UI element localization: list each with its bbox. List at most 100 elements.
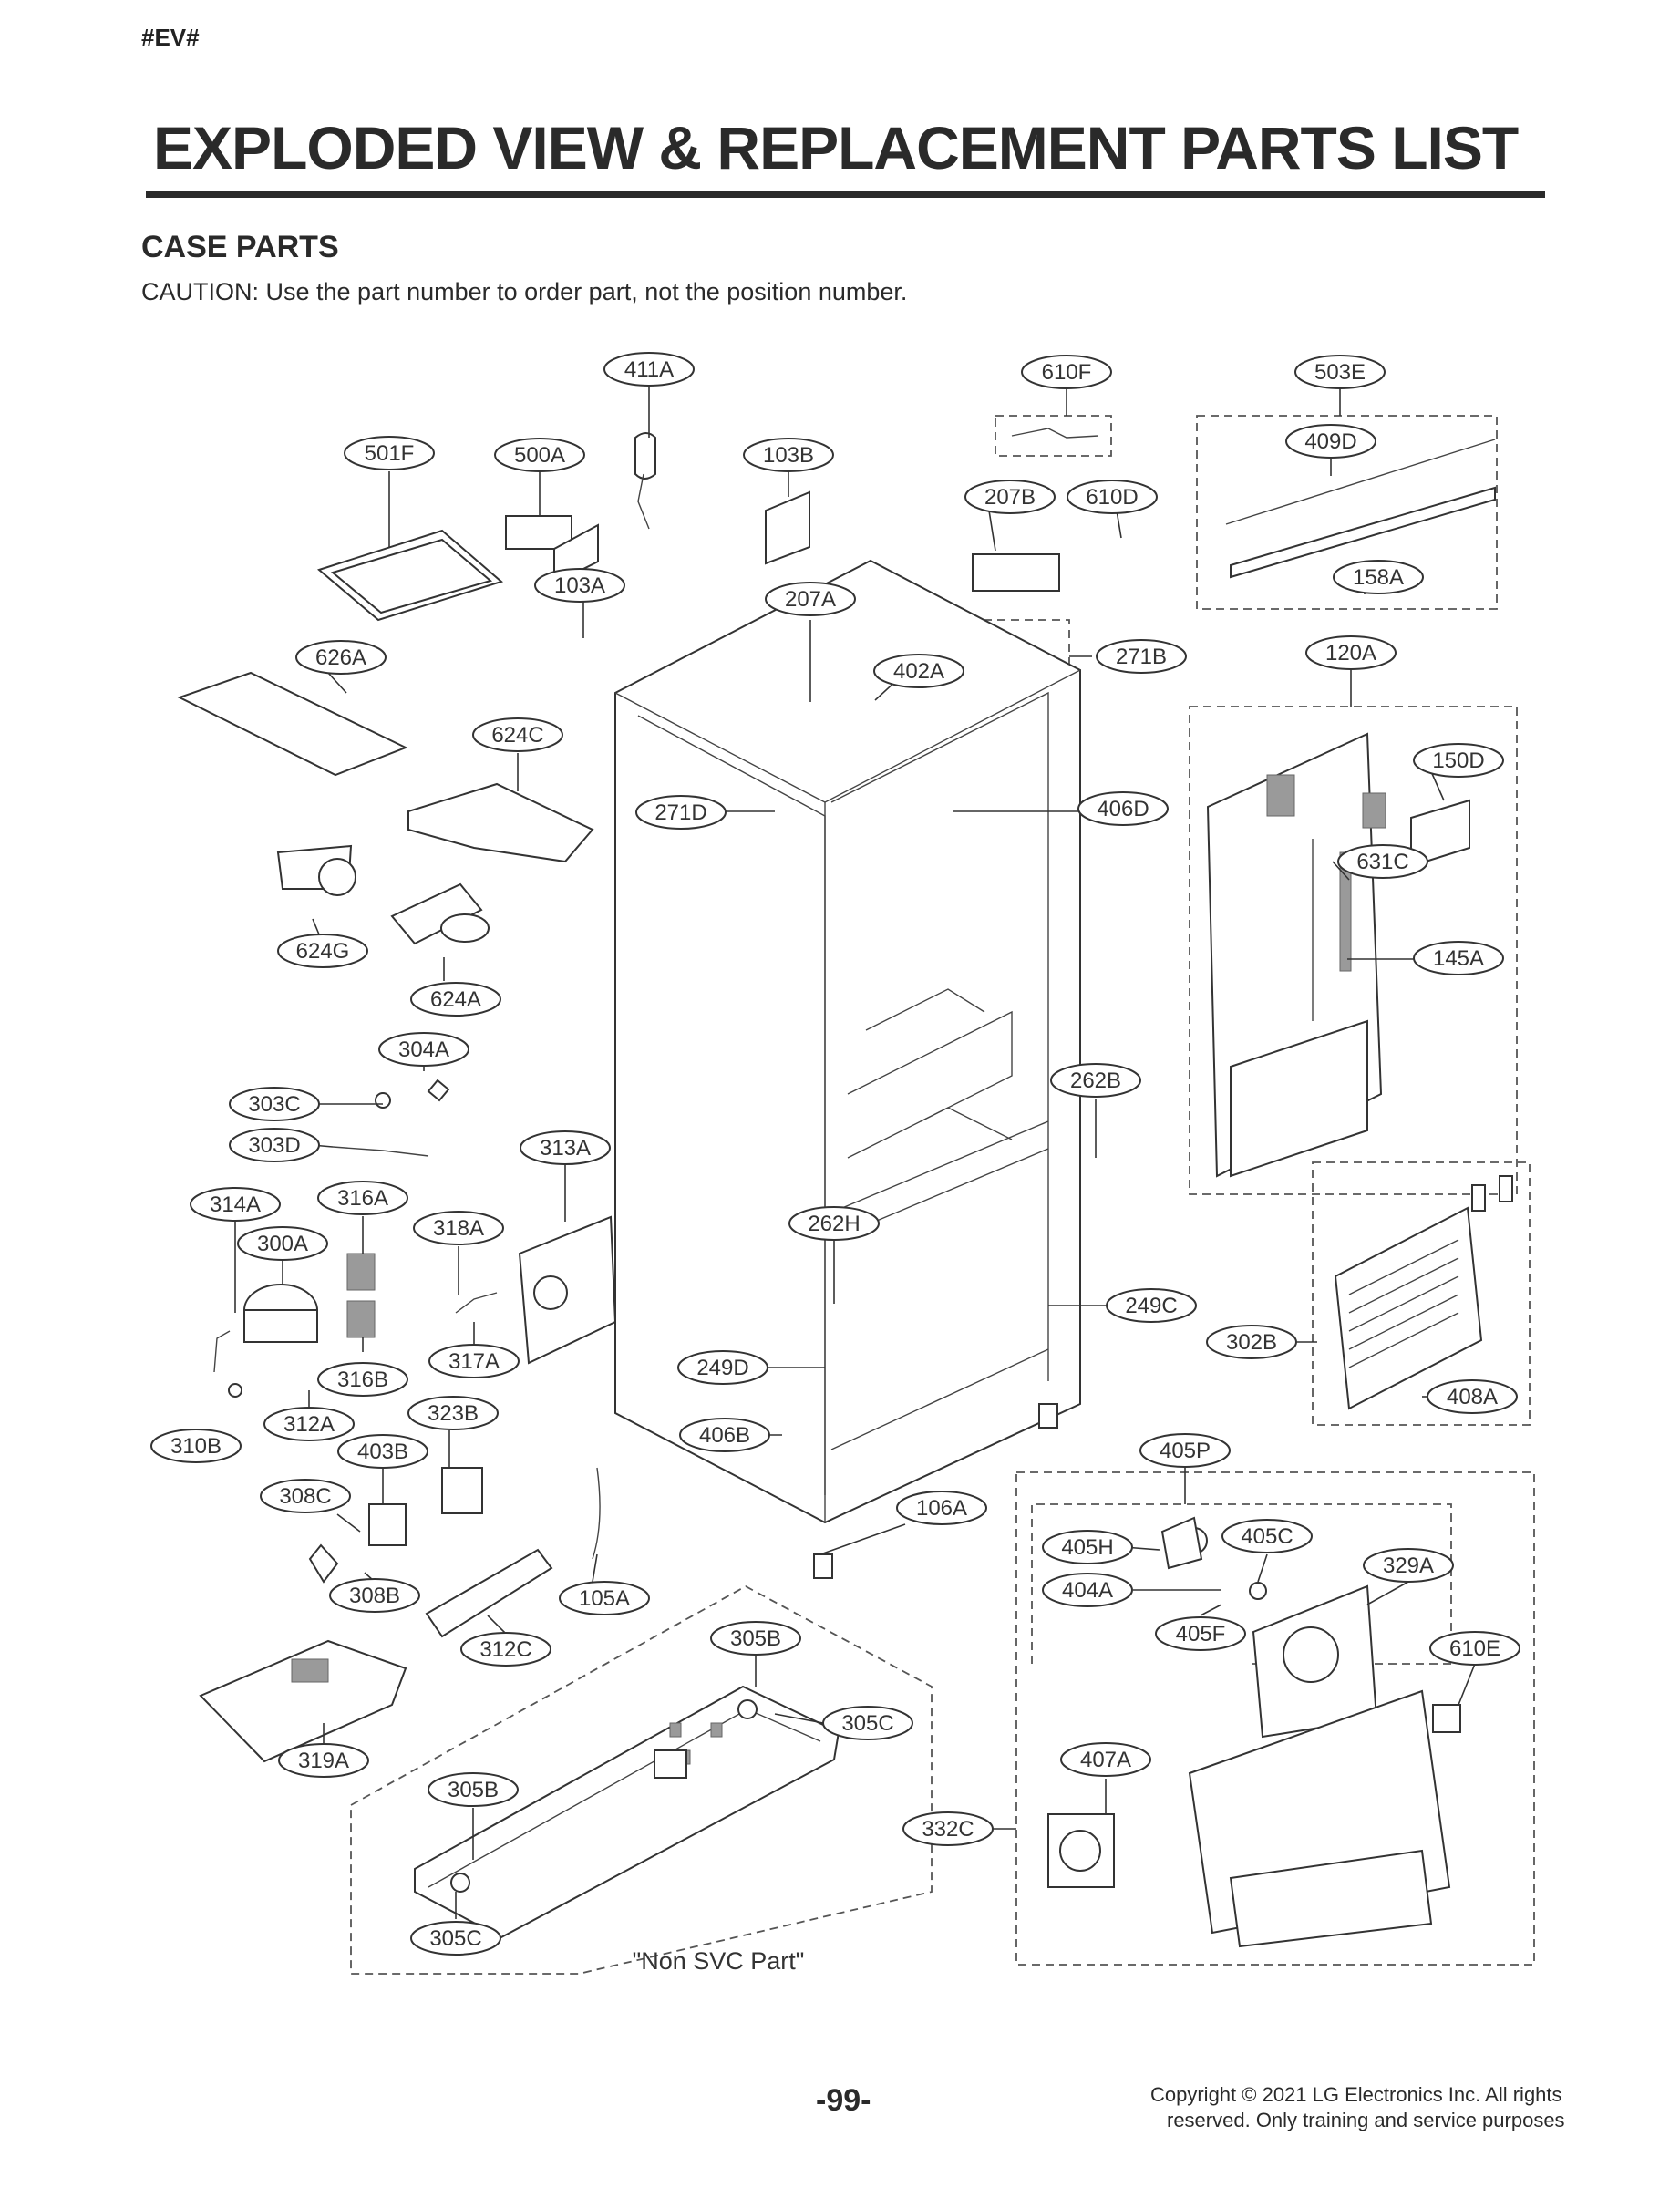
- svg-text:305C: 305C: [429, 1926, 481, 1951]
- callout-271D: 271D: [635, 795, 727, 830]
- page-number: -99-: [816, 2083, 871, 2118]
- callout-500A: 500A: [494, 438, 585, 472]
- caution-note: CAUTION: Use the part number to order pa…: [141, 278, 908, 305]
- svg-text:329A: 329A: [1383, 1553, 1434, 1578]
- svg-text:103B: 103B: [763, 443, 814, 468]
- callout-406B: 406B: [679, 1418, 770, 1452]
- svg-text:631C: 631C: [1356, 850, 1408, 874]
- callout-405C: 405C: [1221, 1519, 1313, 1553]
- callout-610F: 610F: [1021, 355, 1112, 389]
- callout-312A: 312A: [263, 1407, 355, 1441]
- svg-text:103A: 103A: [554, 573, 605, 598]
- svg-text:610E: 610E: [1449, 1636, 1500, 1661]
- callout-262H: 262H: [788, 1206, 880, 1241]
- svg-text:405C: 405C: [1241, 1524, 1293, 1549]
- callout-316A: 316A: [317, 1181, 408, 1215]
- callout-631C: 631C: [1337, 844, 1428, 879]
- svg-text:105A: 105A: [579, 1586, 630, 1611]
- callout-610D: 610D: [1067, 480, 1158, 514]
- callout-249D: 249D: [677, 1350, 768, 1385]
- svg-text:305B: 305B: [730, 1626, 781, 1651]
- svg-text:316B: 316B: [337, 1368, 388, 1392]
- svg-text:304A: 304A: [398, 1037, 449, 1062]
- callout-319A: 319A: [278, 1743, 369, 1778]
- callout-408A: 408A: [1427, 1379, 1518, 1414]
- svg-text:402A: 402A: [893, 659, 944, 684]
- svg-text:406D: 406D: [1097, 797, 1149, 821]
- svg-text:207B: 207B: [984, 485, 1036, 510]
- svg-text:319A: 319A: [298, 1749, 349, 1773]
- svg-text:318A: 318A: [433, 1216, 484, 1241]
- callout-303D: 303D: [229, 1128, 320, 1162]
- callout-409D: 409D: [1285, 424, 1376, 459]
- svg-text:323B: 323B: [428, 1401, 479, 1426]
- callout-150D: 150D: [1413, 743, 1504, 778]
- callout-624A: 624A: [410, 982, 501, 1017]
- svg-text:310B: 310B: [170, 1434, 222, 1459]
- svg-text:249C: 249C: [1125, 1294, 1177, 1318]
- callout-158A: 158A: [1333, 560, 1424, 594]
- callout-403B: 403B: [337, 1434, 428, 1469]
- callout-405P: 405P: [1139, 1433, 1231, 1468]
- svg-text:404A: 404A: [1062, 1578, 1113, 1603]
- svg-text:106A: 106A: [916, 1496, 967, 1521]
- callout-262B: 262B: [1050, 1063, 1141, 1098]
- title-rule: [146, 191, 1545, 198]
- svg-text:624C: 624C: [491, 723, 543, 748]
- svg-text:150D: 150D: [1432, 748, 1484, 773]
- svg-text:308C: 308C: [279, 1484, 331, 1509]
- callout-626A: 626A: [295, 640, 387, 675]
- svg-text:316A: 316A: [337, 1186, 388, 1211]
- callout-312C: 312C: [460, 1632, 551, 1667]
- svg-text:305B: 305B: [448, 1778, 499, 1802]
- svg-text:207A: 207A: [785, 587, 836, 612]
- svg-text:300A: 300A: [257, 1232, 308, 1256]
- document-tag: #EV#: [141, 24, 200, 51]
- svg-text:626A: 626A: [315, 645, 366, 670]
- svg-text:303C: 303C: [248, 1092, 300, 1117]
- callout-105A: 105A: [559, 1581, 650, 1615]
- callout-313A: 313A: [520, 1130, 611, 1165]
- svg-text:302B: 302B: [1226, 1330, 1277, 1355]
- callout-503E: 503E: [1294, 355, 1386, 389]
- callout-405F: 405F: [1155, 1616, 1246, 1651]
- callout-305C-lower: 305C: [410, 1921, 501, 1956]
- callout-106A: 106A: [896, 1491, 987, 1525]
- svg-text:312A: 312A: [283, 1412, 335, 1437]
- callout-308C: 308C: [260, 1479, 351, 1513]
- callout-316B: 316B: [317, 1362, 408, 1397]
- svg-text:262H: 262H: [808, 1212, 860, 1236]
- bottom-cover-plate: [414, 1403, 1058, 1939]
- callout-308B: 308B: [329, 1578, 420, 1613]
- svg-text:158A: 158A: [1353, 565, 1404, 590]
- callout-402A: 402A: [873, 654, 964, 688]
- svg-text:271B: 271B: [1116, 645, 1167, 669]
- svg-text:332C: 332C: [922, 1817, 974, 1842]
- svg-text:271D: 271D: [654, 800, 706, 825]
- copyright-line-2: reserved. Only training and service purp…: [1167, 2109, 1565, 2131]
- svg-text:262B: 262B: [1070, 1068, 1121, 1093]
- svg-text:249D: 249D: [696, 1356, 748, 1380]
- dashed-group-boxes: [350, 415, 1535, 1975]
- callout-304A: 304A: [378, 1032, 469, 1067]
- svg-text:405H: 405H: [1061, 1535, 1113, 1560]
- svg-text:314A: 314A: [210, 1192, 261, 1217]
- callout-404A: 404A: [1042, 1573, 1133, 1607]
- non-svc-part-note: "Non SVC Part": [633, 1947, 805, 1975]
- svg-text:500A: 500A: [514, 443, 565, 468]
- svg-text:303D: 303D: [248, 1133, 300, 1158]
- callout-249C: 249C: [1106, 1288, 1197, 1323]
- callout-145A: 145A: [1413, 941, 1504, 975]
- callout-501F: 501F: [344, 436, 435, 470]
- svg-text:313A: 313A: [540, 1136, 591, 1161]
- section-heading: CASE PARTS: [141, 230, 339, 264]
- copyright-line-1: Copyright © 2021 LG Electronics Inc. All…: [1150, 2083, 1562, 2106]
- parts-right: [972, 428, 1513, 1948]
- svg-text:407A: 407A: [1080, 1748, 1131, 1772]
- svg-text:145A: 145A: [1433, 946, 1484, 971]
- callout-317A: 317A: [428, 1344, 520, 1378]
- svg-text:312C: 312C: [479, 1637, 531, 1662]
- svg-text:408A: 408A: [1447, 1385, 1498, 1409]
- svg-text:120A: 120A: [1325, 641, 1376, 666]
